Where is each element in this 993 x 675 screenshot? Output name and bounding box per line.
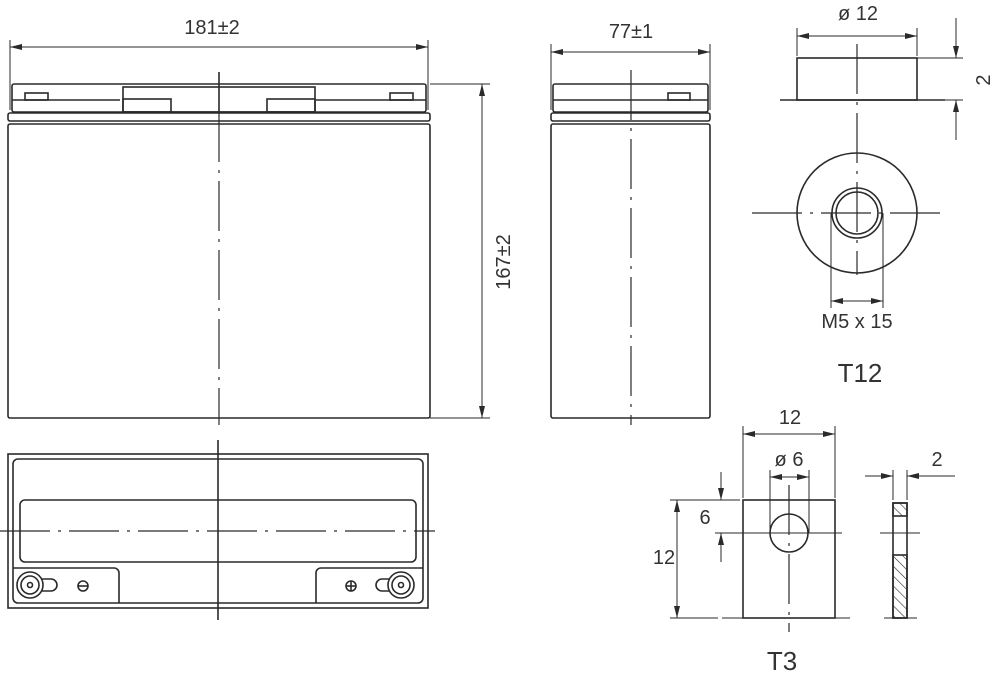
height-dimension-label: 167±2 (493, 234, 515, 289)
side-view: 77±1 (550, 21, 711, 425)
t12-title: T12 (838, 358, 883, 388)
minus-icon (77, 580, 89, 592)
front-view: 181±2 167±2 (7, 17, 515, 425)
terminal-t12-detail: ø 12 2 M5 x 15 T12 (752, 3, 993, 388)
t12-diameter-label: ø 12 (838, 3, 878, 25)
t12-height-label: 2 (973, 74, 993, 85)
depth-dimension-label: 77±1 (609, 21, 653, 43)
t3-height-label: 12 (653, 547, 675, 569)
width-dimension-label: 181±2 (184, 17, 239, 39)
plus-icon (345, 580, 357, 592)
t3-hole-label: ø 6 (775, 449, 804, 471)
t3-title: T3 (767, 646, 797, 675)
negative-terminal (16, 571, 58, 599)
t3-width-label: 12 (779, 407, 801, 429)
t3-thickness-label: 2 (931, 449, 942, 471)
terminal-t3-detail: 12 ø 6 6 12 T3 2 (653, 407, 955, 675)
top-view (0, 440, 435, 620)
t3-hole-offset-label: 6 (699, 507, 710, 529)
positive-terminal (375, 571, 415, 599)
t12-thread-label: M5 x 15 (821, 311, 892, 333)
